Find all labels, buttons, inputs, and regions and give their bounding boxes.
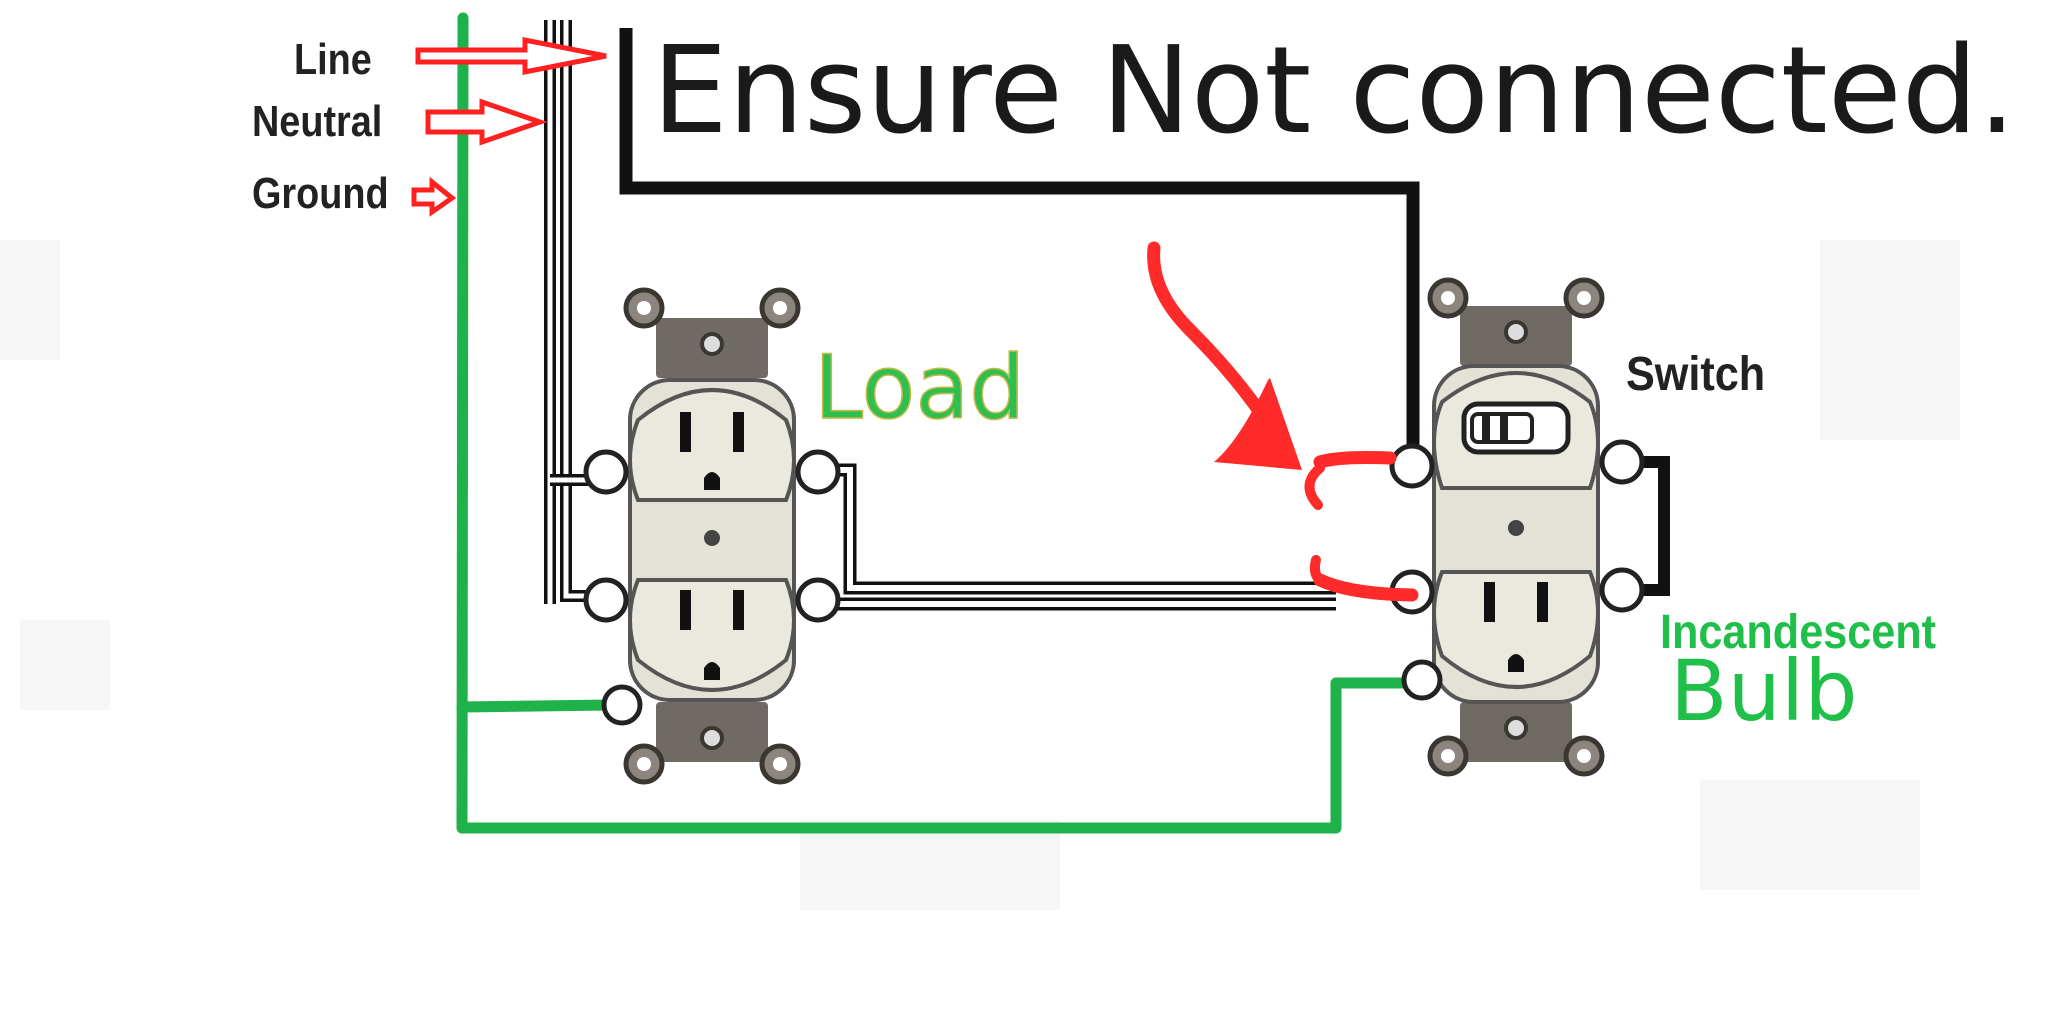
switch-label: Switch: [1626, 347, 1765, 401]
red-arrowhead: [1214, 378, 1302, 470]
neutral-label: Neutral: [252, 96, 382, 145]
neutral-conductor: [544, 20, 572, 604]
background-texture: [0, 240, 1960, 910]
toggle-switch-icon: [1461, 401, 1571, 455]
load-label: Load: [814, 336, 1025, 439]
load-to-switch-wire: [818, 463, 1336, 611]
ground-wire: [456, 12, 1420, 834]
bulb-label-line1: Incandescent: [1660, 605, 1936, 659]
bulb-label-line2: Bulb: [1670, 642, 1858, 740]
hot-wire: [619, 28, 1420, 462]
ground-arrow-icon: [411, 176, 457, 217]
warning-title: Ensure Not connected.: [652, 22, 2016, 161]
line-label: Line: [294, 34, 372, 83]
switch-receptacle-combo: [1389, 277, 1645, 777]
load-receptacle: [583, 287, 841, 785]
red-arrow-annotation: [1147, 241, 1419, 602]
ground-label: Ground: [252, 168, 389, 217]
line-arrow-icon: [415, 36, 607, 76]
neutral-arrow-icon: [425, 98, 548, 146]
